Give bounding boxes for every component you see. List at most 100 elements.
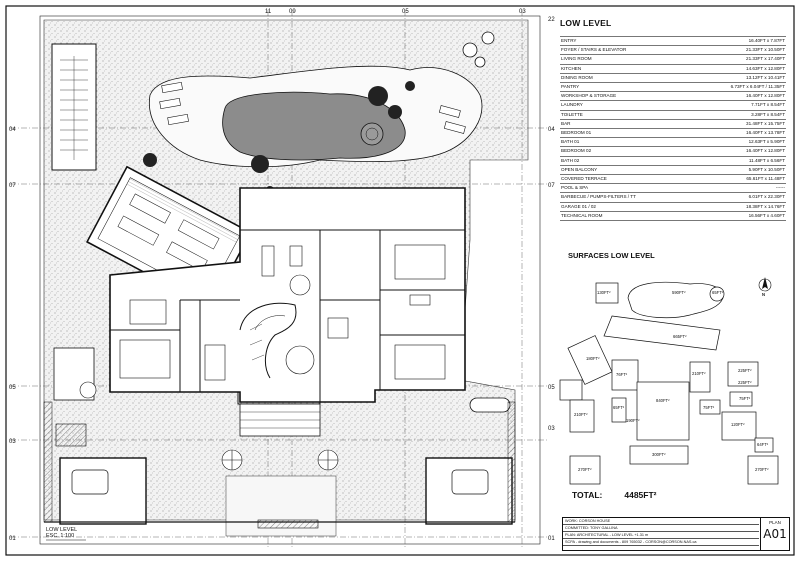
surface-label: 64FT² [757,442,769,447]
room-size: 16.40FT x 13.78FT [690,128,786,138]
room-name: WORKSHOP & STORAGE [560,91,691,101]
room-name: COVERED TERRACE [560,174,691,184]
total-label: TOTAL: [572,490,603,500]
furniture [119,244,446,381]
room-name: BAR [560,118,691,129]
room-name: BATH 01 [560,137,691,147]
car-icon [71,469,109,495]
room-name: FOYER / STAIRS & ELEVATOR [560,45,691,55]
room-size: 13.12FT x 10.41FT [690,72,786,83]
surface-label: 65FT² [712,290,724,295]
room-size: 31.48FT x 15.75FT [690,118,786,129]
surface-label: 840FT² [656,398,670,403]
grid-top-label: 11 [265,9,272,15]
room-name: KITCHEN [560,63,691,74]
tb-work: WORK: CORSON HOUSE [563,518,759,525]
room-size: 14.63FT x 12.80FT [690,63,786,74]
room-name: DINING ROOM [560,72,691,83]
room-name: BEDROOM 02 [560,146,691,157]
room-size: 6.01FT x 22.30FT [690,192,786,203]
sheet-border [5,5,795,556]
room-name: LIVING ROOM [560,54,691,65]
surfaces-title: SURFACES LOW LEVEL [568,251,655,260]
room-size: 65.61FT x 11.48FT [690,174,786,184]
grid-top-label: 05 [402,9,409,15]
grid-right-label: 04 [548,127,555,133]
plan-scale: ESC. 1:100 [46,533,75,539]
plan-number-label: PLAN [769,520,781,525]
surface-label: 75FT² [703,405,715,410]
surface-label: 120FT² [731,422,745,427]
plan-caption: LOW LEVEL ESC. 1:100 [46,527,77,539]
room-size: 21.33FT x 17.40FT [690,54,786,65]
plan-number-box: PLAN A01 [760,518,789,550]
plan-frame [39,15,541,545]
surfaces-diagram [559,281,779,485]
surface-label: 190FT² [626,418,640,423]
grid-right-label: 03 [548,426,555,432]
room-size: 12.63FT x 5.90FT [690,137,786,147]
room-size: ------ [690,183,786,193]
grid-left-label: 01 [9,536,16,542]
total-area: TOTAL: 4485FT² [572,490,657,500]
plan-caption-title: LOW LEVEL [46,527,78,533]
room-size: 16.40FT x 7.87FT [690,35,786,46]
legend-title: LOW LEVEL [560,18,612,28]
plants [143,31,495,194]
surface-label: 270FT² [755,467,769,472]
interior-walls [110,229,465,392]
house-footprint [109,187,466,403]
title-block: WORK: CORSON HOUSE COMMITTED: TONY GALLI… [562,517,790,551]
room-row: POOL & SPA------ [560,183,786,193]
grid-left-label: 05 [9,385,16,391]
room-size: 7.71FT x 8.54FT [690,100,786,111]
room-size: 11.48FT x 6.56FT [690,155,786,166]
room-size: 3.28FT x 8.54FT [690,109,786,120]
surface-label: 590FT² [672,290,686,295]
tb-contact: SCPA - drawing and documents - 809 76503… [563,539,759,546]
room-name: LAUNDRY [560,100,691,111]
total-value: 4485FT² [624,490,657,500]
plan-number: A01 [763,527,787,541]
room-size: 16.40FT x 12.80FT [690,91,786,101]
surface-label: 180FT² [586,356,600,361]
surface-label: 210FT² [574,412,588,417]
room-name: POOL & SPA [560,183,691,193]
room-name: GARAGE 01 / 02 [560,201,691,212]
north-arrow-icon [758,277,772,292]
grid-top-label: 09 [289,9,296,15]
surface-label: 76FT² [616,372,628,377]
pool [222,91,406,161]
grid-right-label: 01 [548,536,555,542]
room-size: 21.33FT x 10.50FT [690,45,786,55]
room-name: PANTRY [560,82,691,92]
grid-markers: 11 09 05 03 22 04 07 05 03 01 04 07 05 0… [9,9,555,542]
room-name: OPEN BALCONY [560,164,691,175]
grid-right-label: 05 [548,385,555,391]
room-name: BEDROOM 01 [560,128,691,138]
surface-label: 225FT² [738,380,752,385]
room-name: BARBECUE / PUMPS-FILTERS / TT [560,192,691,203]
surface-label: 225FT² [738,368,752,373]
room-size: 16.40FT x 12.80FT [690,146,786,157]
spa [360,122,384,146]
grid-right-label: 07 [548,183,555,189]
surface-label: 665FT² [673,334,687,339]
